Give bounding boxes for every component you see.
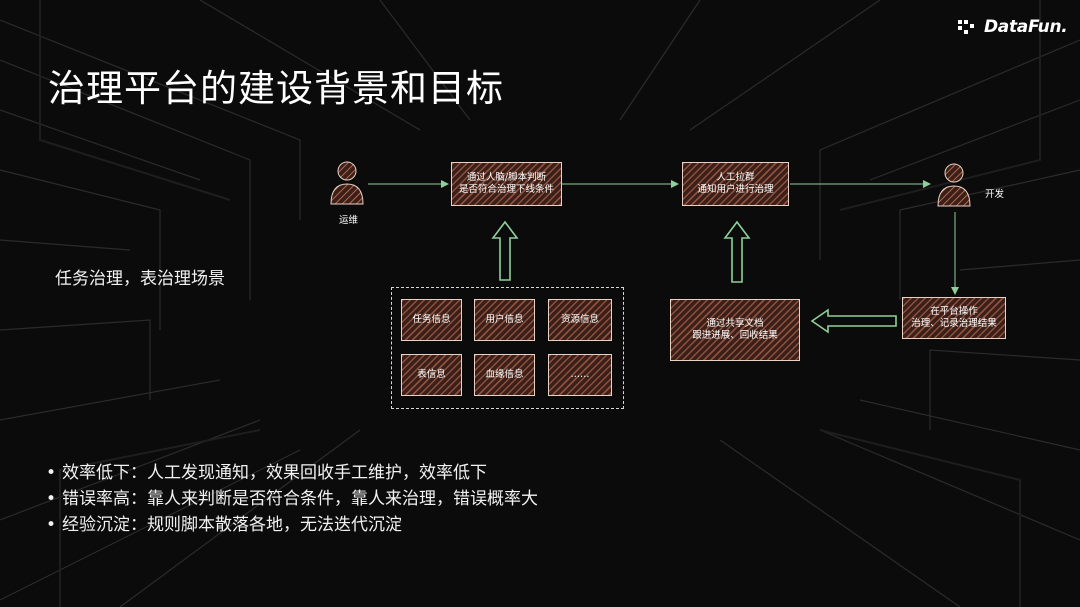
info-item-lineage: 血缘信息 bbox=[474, 354, 535, 396]
datafun-logo: DataFun. bbox=[958, 14, 1068, 40]
person-icon bbox=[330, 161, 364, 205]
problem-list: •效率低下：人工发现通知，效果回收手工维护，效率低下 •错误率高：靠人来判断是否… bbox=[46, 460, 538, 538]
info-source-group bbox=[391, 287, 624, 409]
step-shared-doc-box: 通过共享文档 跟进进展、回收结果 bbox=[670, 299, 800, 361]
hollow-up-arrow-icon bbox=[723, 220, 751, 283]
step-notify-box: 人工拉群 通知用户进行治理 bbox=[682, 162, 789, 206]
hollow-left-arrow-icon bbox=[810, 308, 897, 334]
datafun-logo-icon bbox=[958, 20, 974, 34]
info-item-task: 任务信息 bbox=[401, 299, 462, 341]
step-shared-doc-line1: 通过共享文档 bbox=[706, 318, 764, 329]
bullet-error-rate: 错误率高：靠人来判断是否符合条件，靠人来治理，错误概率大 bbox=[62, 489, 538, 509]
actor-dev-label: 开发 bbox=[985, 189, 1005, 200]
info-item-resource: 资源信息 bbox=[548, 299, 612, 341]
step-notify-line1: 人工拉群 bbox=[716, 172, 755, 183]
step-judge-line2: 是否符合治理下线条件 bbox=[458, 184, 554, 195]
bullet-efficiency: 效率低下：人工发现通知，效果回收手工维护，效率低下 bbox=[62, 463, 487, 483]
step-judge-line1: 通过人脑/脚本判断 bbox=[466, 172, 547, 183]
step-platform-line2: 治理、记录治理结果 bbox=[911, 318, 997, 329]
step-judge-box: 通过人脑/脚本判断 是否符合治理下线条件 bbox=[451, 162, 562, 206]
list-item: •效率低下：人工发现通知，效果回收手工维护，效率低下 bbox=[46, 463, 487, 483]
bullet-experience: 经验沉淀：规则脚本散落各地，无法迭代沉淀 bbox=[62, 515, 402, 535]
step-notify-line2: 通知用户进行治理 bbox=[697, 184, 774, 195]
step-platform-line1: 在平台操作 bbox=[930, 306, 978, 317]
page-title: 治理平台的建设背景和目标 bbox=[48, 67, 504, 110]
info-item-user: 用户信息 bbox=[474, 299, 535, 341]
step-shared-doc-line2: 跟进进展、回收结果 bbox=[692, 330, 778, 341]
info-item-table: 表信息 bbox=[401, 354, 462, 396]
step-platform-box: 在平台操作 治理、记录治理结果 bbox=[902, 297, 1006, 339]
scenario-subtitle: 任务治理，表治理场景 bbox=[55, 269, 225, 289]
list-item: •错误率高：靠人来判断是否符合条件，靠人来治理，错误概率大 bbox=[46, 489, 538, 509]
info-item-more: …… bbox=[548, 354, 612, 396]
list-item: •经验沉淀：规则脚本散落各地，无法迭代沉淀 bbox=[46, 515, 402, 535]
person-icon bbox=[937, 163, 971, 207]
logo-text: DataFun. bbox=[984, 17, 1068, 37]
actor-ops-label: 运维 bbox=[339, 215, 359, 226]
hollow-up-arrow-icon bbox=[491, 220, 519, 281]
